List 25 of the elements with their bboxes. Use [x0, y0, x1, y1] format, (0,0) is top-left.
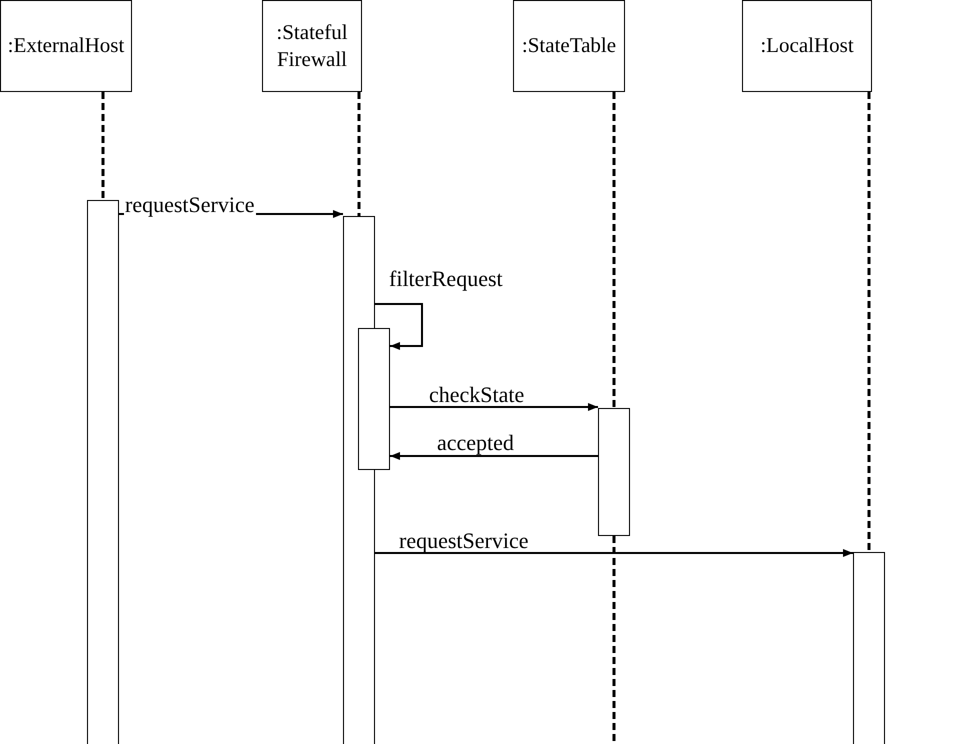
lifeline-head-box: [513, 0, 625, 92]
participant-name: :LocalHost: [760, 32, 854, 60]
activation-bar: [87, 200, 119, 744]
lifeline-head-box: [262, 0, 362, 92]
participant-name: :Stateful Firewall: [275, 18, 349, 73]
message-label: requestService: [124, 194, 256, 216]
message-arrow: [390, 452, 598, 460]
lifeline: [102, 92, 104, 200]
lifeline: [868, 92, 870, 552]
lifeline-head-box: [0, 0, 132, 92]
message-arrow: [390, 403, 598, 411]
message-arrow: [375, 549, 853, 557]
lifeline: [612, 536, 616, 744]
message-arrow: [375, 303, 423, 350]
activation-bar: [598, 408, 630, 536]
participant-name: :StateTable: [522, 32, 616, 60]
message-label: requestService: [398, 530, 530, 552]
lifeline: [612, 92, 616, 408]
message-label: accepted: [436, 432, 515, 454]
lifeline: [358, 92, 360, 216]
message-label: filterRequest: [388, 268, 504, 290]
activation-bar: [358, 328, 390, 470]
participant-name: :ExternalHost: [8, 32, 124, 60]
lifeline-head-box: [742, 0, 872, 92]
activation-bar: [853, 552, 885, 744]
